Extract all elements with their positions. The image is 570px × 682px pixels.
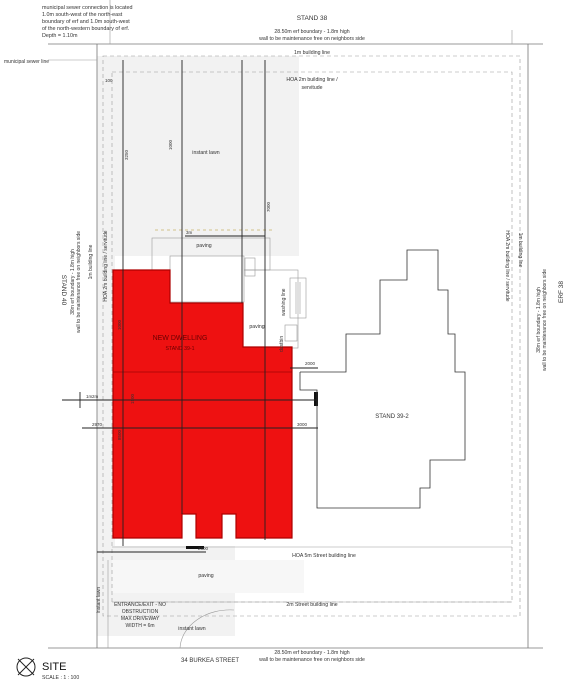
- dim-2m: 2m: [92, 394, 99, 399]
- paving-right-outline: [241, 269, 299, 349]
- dim-3m: 3m: [186, 230, 193, 235]
- dim-3000: 3000: [297, 422, 308, 427]
- dustbin-box: [284, 324, 298, 342]
- sewer-note-1: municipal sewer connection is located: [42, 5, 133, 11]
- north-arrow-icon: [16, 657, 36, 677]
- stand-39-1-label: STAND 39-1: [165, 346, 194, 352]
- dim-7000: 7000: [266, 201, 271, 212]
- sewer-note-4: of the north-western boundary of erf.: [42, 26, 129, 32]
- stand-39-2-outline: [299, 249, 466, 509]
- paving-top-label: paving: [196, 243, 211, 249]
- sewer-note-2: 1.0m south-west of the north-east: [42, 12, 123, 18]
- top-wall-note-1: 28.50m erf boundary - 1.8m high: [274, 29, 349, 35]
- entrance-note-4: WIDTH = 6m: [125, 623, 154, 629]
- planter: [244, 257, 256, 277]
- building-line-1m: [102, 55, 521, 617]
- site-title: SITE: [42, 661, 66, 673]
- hoa-line-top-1: HOA 2m building line /: [286, 77, 338, 83]
- instant-lawn-area-left: [97, 256, 115, 546]
- dim-2000: 2000: [305, 361, 316, 366]
- left-wall-note-1: 38m erf boundary - 1.8m high: [70, 249, 76, 315]
- dim-8500: 8500: [117, 429, 122, 440]
- stand-40-label: STAND 40: [60, 275, 67, 306]
- sewer-line-label: municipal sewer line: [4, 59, 49, 65]
- stoep-outline: [169, 255, 245, 303]
- dim-1000b: 1000: [117, 319, 122, 330]
- right-wall-note-1: 38m erf boundary - 1.8m high: [536, 287, 542, 353]
- street-label: 34 BURKEA STREET: [181, 658, 239, 664]
- right-hoa-line: HOA 2m building line / servitude: [504, 230, 510, 301]
- stand-38-label: STAND 38: [297, 15, 328, 22]
- dwelling-door-bottom: [186, 546, 204, 549]
- paving-right-label: paving: [249, 324, 264, 330]
- paving-area-bottom: [112, 560, 304, 593]
- paving-bottom-label: paving: [198, 573, 213, 579]
- dim-2500: 2500: [198, 546, 209, 551]
- entrance-note-1: ENTRANCE/EXIT - NO: [114, 602, 166, 608]
- bottom-wall-note-2: wall to be maintenance free on neighbors…: [259, 657, 365, 663]
- right-building-line: 1m building line: [517, 233, 523, 268]
- new-dwelling-label: NEW DWELLING: [153, 335, 208, 342]
- stand-39-2-label: STAND 39-2: [375, 414, 409, 420]
- top-wall-note-2: wall to be maintenance free on neighbors…: [259, 36, 365, 42]
- dim-2970: 2970: [92, 422, 103, 427]
- washing-line-label: washing line: [281, 288, 287, 316]
- left-building-line: 1m building line: [88, 244, 94, 279]
- dim-1500: 1500: [130, 393, 135, 404]
- instant-lawn-bottom-label: instant lawn: [178, 626, 206, 632]
- dim-1m: 1m: [86, 394, 93, 399]
- washing-line-frame: [289, 277, 307, 319]
- instant-lawn-left-label: instant lawn: [96, 587, 102, 614]
- hoa-line-top-2: servitude: [301, 85, 322, 91]
- right-wall-note-2: wall to be maintenance free on neighbors…: [542, 269, 548, 371]
- dim-1000: 1000: [168, 139, 173, 150]
- hoa-street-line-label: HOA 5m Street building line: [292, 553, 356, 559]
- dim-3250: 3250: [124, 149, 129, 160]
- left-hoa-line: HOA 2m building line / servitude: [103, 230, 109, 301]
- sewer-note-3: boundary of erf and 1.0m south-west: [42, 19, 130, 25]
- erf-38-label: ERF 38: [558, 281, 565, 303]
- entrance-note-3: MAX DRIVEWAY: [121, 616, 160, 622]
- bottom-wall-note-1: 28.50m erf boundary - 1.8m high: [274, 650, 349, 656]
- dustbin-label: dustbin: [279, 336, 285, 352]
- instant-lawn-top-label: instant lawn: [192, 150, 220, 156]
- scale-label: SCALE : 1 : 100: [42, 675, 79, 681]
- dim-100: 100: [105, 78, 113, 83]
- entrance-arc: [179, 609, 235, 649]
- sewer-note-5: Depth = 1.10m: [42, 33, 78, 39]
- entrance-note-2: OBSTRUCTION: [122, 609, 159, 615]
- new-dwelling: [112, 269, 293, 539]
- dwelling-door-right: [314, 392, 318, 406]
- street-line-2m-label: 2m Street building line: [286, 602, 337, 608]
- building-line-1m-top: 1m building line: [294, 50, 330, 56]
- left-wall-note-2: wall to be maintenance free on neighbors…: [76, 231, 82, 333]
